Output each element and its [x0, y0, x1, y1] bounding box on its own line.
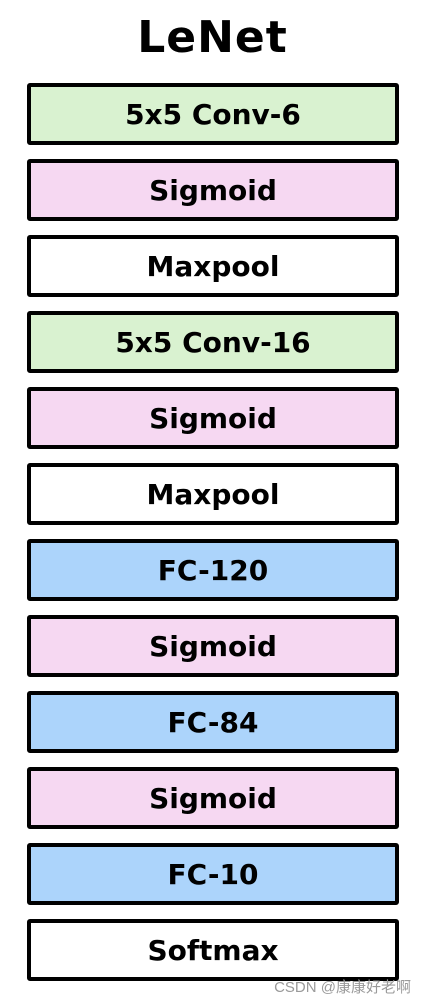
- layer-block-maxpool-1: Maxpool: [27, 235, 399, 297]
- layer-block-fc-120: FC-120: [27, 539, 399, 601]
- layer-block-fc-84: FC-84: [27, 691, 399, 753]
- layer-label: Sigmoid: [149, 629, 277, 663]
- layer-block-maxpool-2: Maxpool: [27, 463, 399, 525]
- layer-label: FC-84: [167, 705, 259, 739]
- layer-label: Sigmoid: [149, 781, 277, 815]
- layer-label: Sigmoid: [149, 173, 277, 207]
- layer-label: Softmax: [147, 933, 279, 967]
- layer-block-sigmoid-3: Sigmoid: [27, 615, 399, 677]
- layer-block-conv-2: 5x5 Conv-16: [27, 311, 399, 373]
- layer-block-sigmoid-1: Sigmoid: [27, 159, 399, 221]
- diagram-title: LeNet: [137, 12, 288, 63]
- layer-block-fc-10: FC-10: [27, 843, 399, 905]
- layer-block-conv-1: 5x5 Conv-6: [27, 83, 399, 145]
- layer-block-sigmoid-4: Sigmoid: [27, 767, 399, 829]
- layer-label: FC-10: [167, 857, 259, 891]
- layer-label: 5x5 Conv-6: [125, 97, 301, 131]
- layer-label: FC-120: [157, 553, 269, 587]
- layer-block-sigmoid-2: Sigmoid: [27, 387, 399, 449]
- layer-label: Maxpool: [146, 249, 280, 283]
- layer-label: Sigmoid: [149, 401, 277, 435]
- watermark: CSDN @康康好老啊: [274, 979, 411, 996]
- layer-label: 5x5 Conv-16: [115, 325, 311, 359]
- layer-stack: 5x5 Conv-6 Sigmoid Maxpool 5x5 Conv-16 S…: [27, 83, 399, 995]
- layer-label: Maxpool: [146, 477, 280, 511]
- layer-block-softmax: Softmax: [27, 919, 399, 981]
